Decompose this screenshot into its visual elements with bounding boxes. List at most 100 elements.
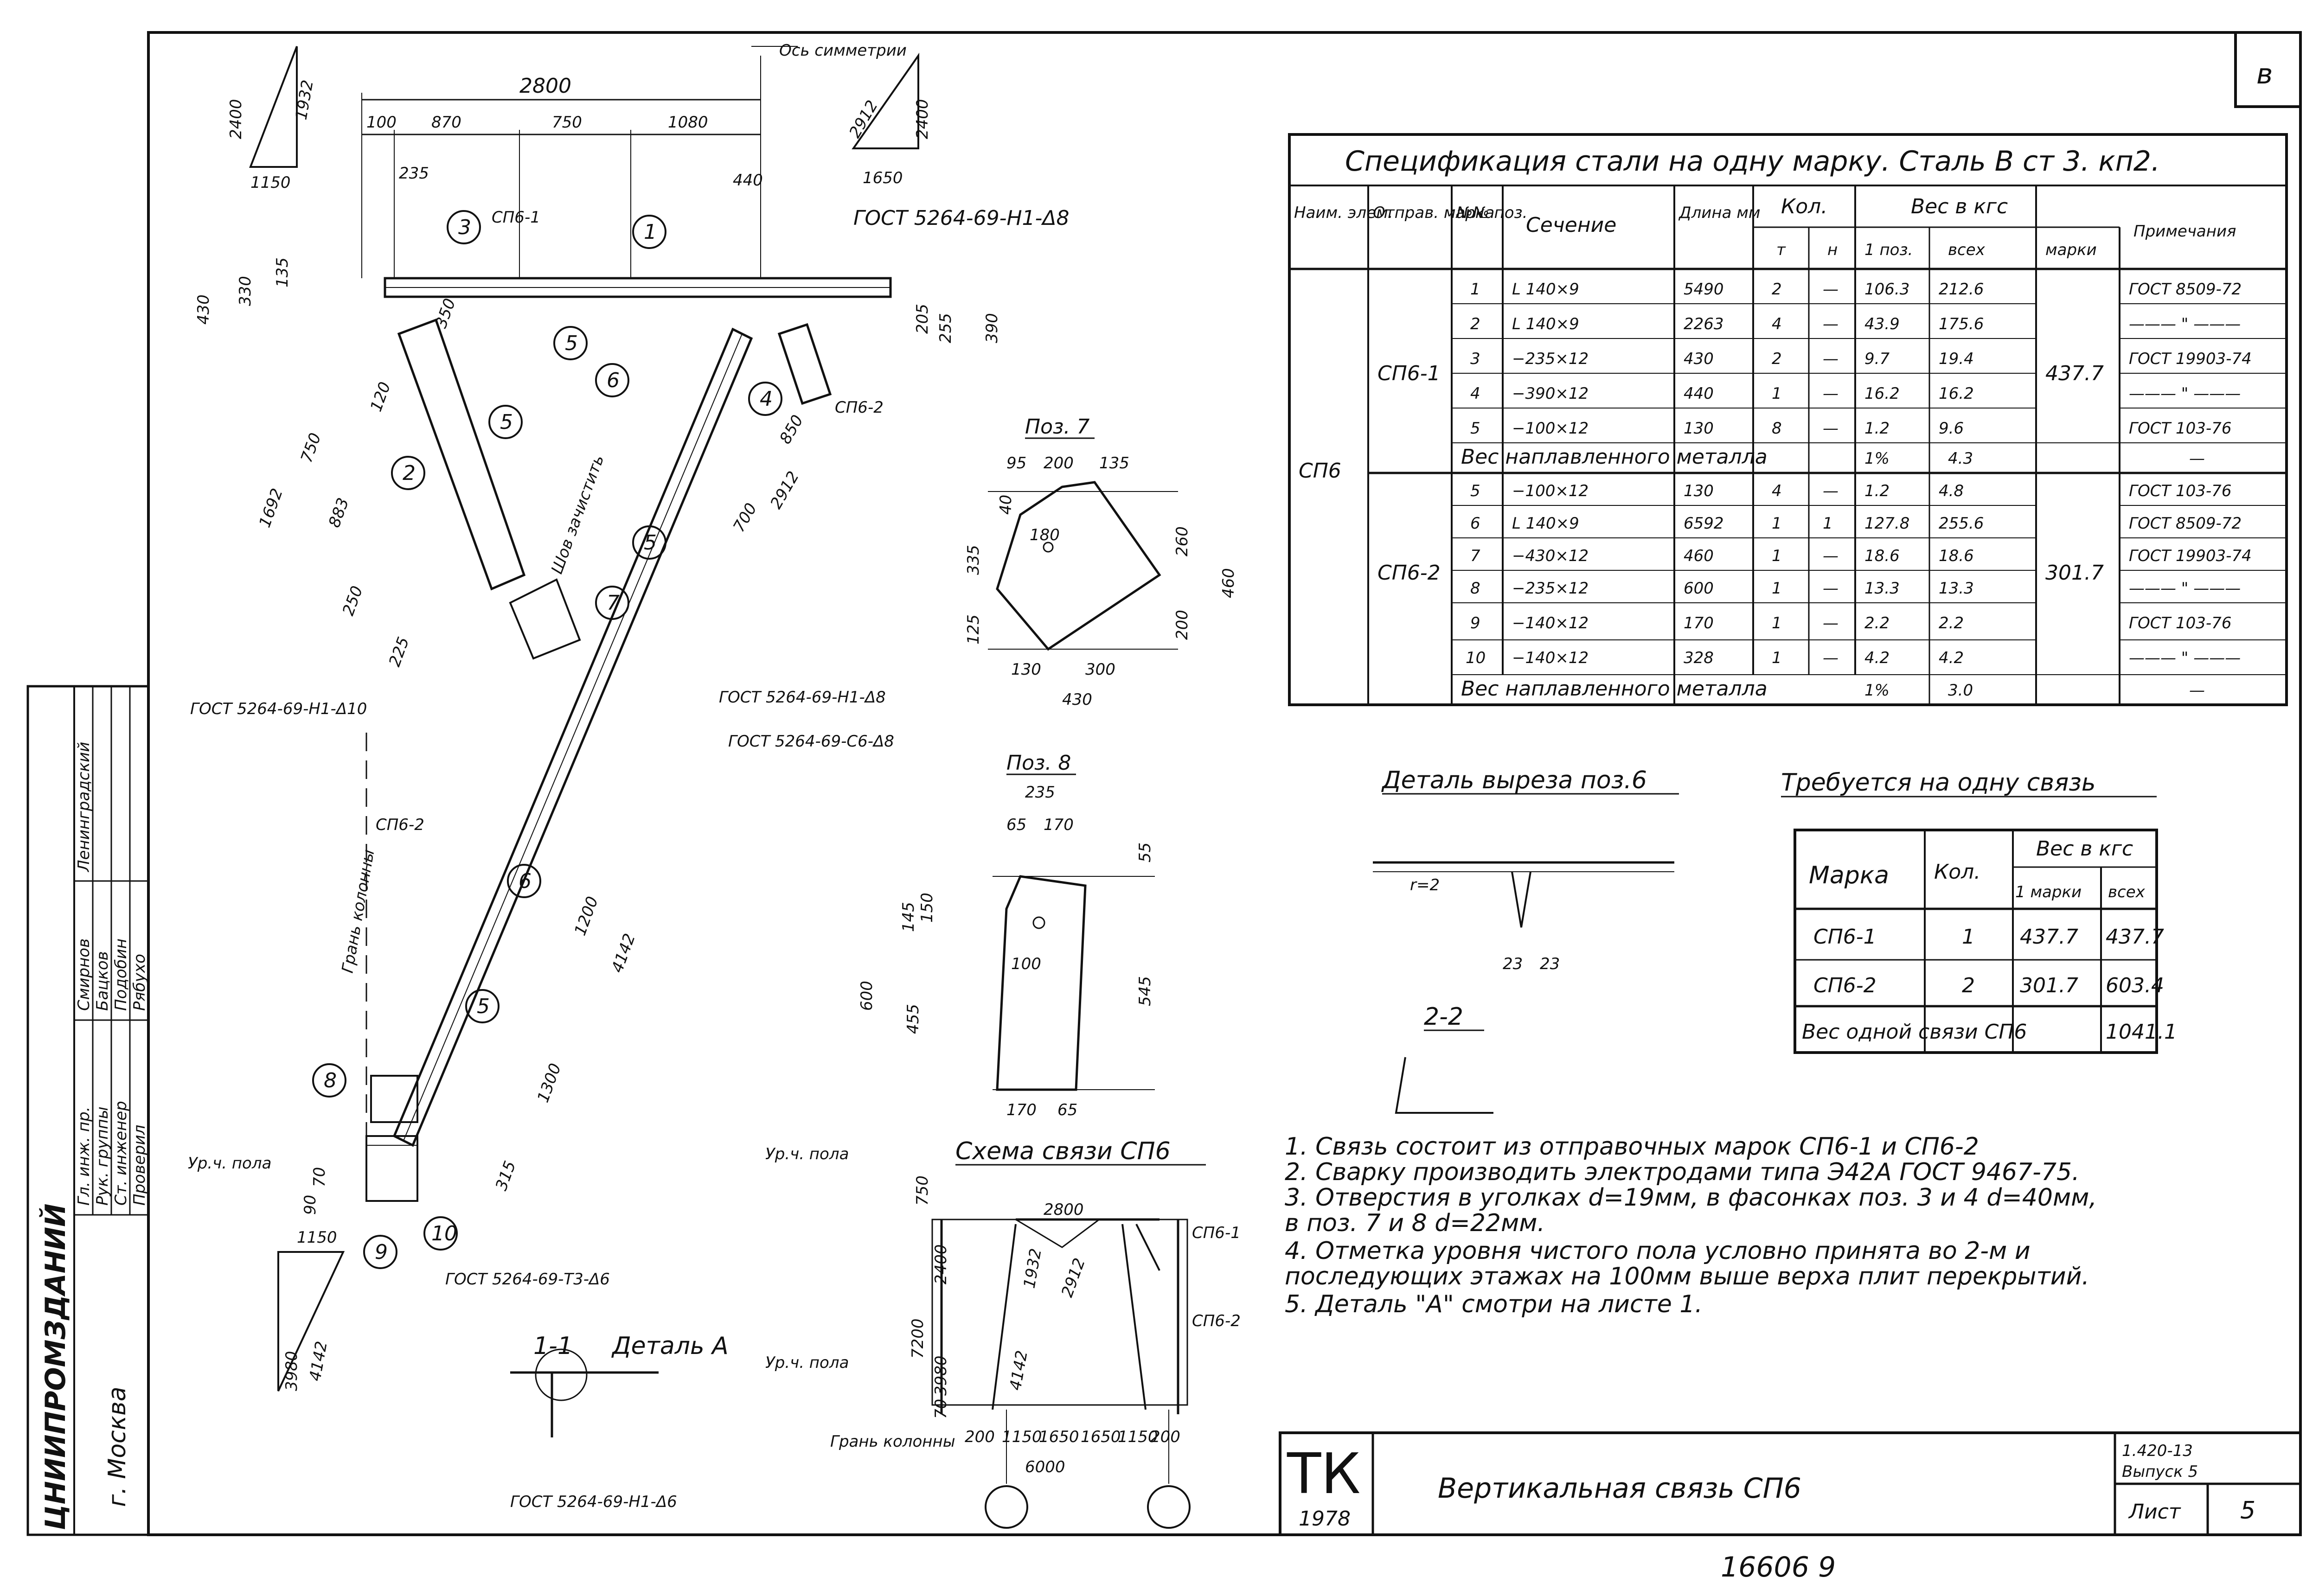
series-no: 1.420-13	[2122, 1442, 2193, 1460]
required-title: Требуется на одну связь	[1781, 769, 2096, 797]
spec-row: 5 −100×12 130 8 — 1.2 9.6 ГОСТ 103-76	[1470, 419, 2231, 438]
title-block: ТК 1978 Вертикальная связь СП6 1.420-13 …	[1279, 1431, 2302, 1536]
spec-mark1-weight: 437.7	[2045, 362, 2104, 385]
dimension-label: —	[1823, 547, 1839, 565]
dimension-label: −235×12	[1512, 579, 1589, 598]
dimension-label: 200	[1044, 454, 1074, 472]
hdr-pos: №№ поз.	[1455, 204, 1527, 222]
bottom-stamp: 16606 9	[1721, 1551, 1836, 1583]
dimension-label: 100	[1011, 955, 1041, 973]
sp62b-label: СП6-2	[376, 816, 424, 834]
pos-label: 8	[324, 1069, 337, 1092]
dimension-label: ГОСТ 103-76	[2129, 419, 2231, 438]
name-1: Бацков	[93, 951, 112, 1011]
spec-row: 9 −140×12 170 1 — 2.2 2.2 ГОСТ 103-76	[1470, 614, 2231, 632]
sheet-label: Лист	[2128, 1500, 2181, 1524]
dim: 2912	[767, 468, 803, 512]
dimension-label: −430×12	[1512, 547, 1589, 565]
dimension-label: —	[2189, 681, 2205, 700]
dimension-label: 3	[1470, 350, 1480, 368]
role-1: Рук. группы	[93, 1106, 112, 1206]
dimension-label: 127.8	[1864, 514, 1909, 533]
dimension-label: —	[1823, 614, 1839, 632]
name-0: Смирнов	[75, 938, 93, 1011]
dimension-label: 18.6	[1939, 547, 1974, 565]
dimension-label: ГОСТ 8509-72	[2129, 280, 2242, 299]
dimension-label: 4	[1772, 315, 1782, 333]
dim: 70	[310, 1167, 329, 1187]
dimension-label: —	[1823, 579, 1839, 598]
dimension-label: 43.9	[1864, 315, 1900, 333]
dimension-label: 1	[1772, 547, 1782, 565]
hdr-w-all: всех	[1948, 241, 1986, 259]
pos-label: 6	[607, 369, 620, 392]
dimension-label: 7	[1470, 547, 1480, 565]
pos-label: 4	[760, 387, 773, 411]
dimension-label: 8	[1772, 419, 1782, 438]
dimension-label: 1932	[1020, 1247, 1045, 1290]
dim: 205	[913, 304, 932, 334]
spec-row: 7 −430×12 460 1 — 18.6 18.6 ГОСТ 19903-7…	[1470, 547, 2252, 565]
dimension-label: СП6-1	[1813, 925, 1877, 949]
dim: 870	[431, 113, 461, 132]
dimension-label: 1	[1772, 649, 1782, 667]
pos-label: 9	[375, 1240, 388, 1264]
dimension-label: —	[1823, 280, 1839, 299]
dimension-label: 13.3	[1939, 579, 1974, 598]
dimension-label: —	[1823, 384, 1839, 403]
dimension-label: 603.4	[2106, 974, 2164, 997]
dimension-label: 180	[1030, 526, 1060, 544]
dimension-label: 255.6	[1939, 514, 1984, 533]
dimension-label: 9	[1470, 614, 1480, 632]
col-face-label: Грань колонны	[338, 848, 378, 974]
req-row: СП6-2 2 301.7 603.4	[1813, 974, 2164, 997]
dim: 440	[733, 171, 763, 190]
org-city: г. Москва	[103, 1386, 131, 1507]
dimension-label: 1	[1772, 579, 1782, 598]
dim: 350	[432, 296, 460, 331]
dim: 90	[301, 1195, 320, 1215]
pos-label: 7	[607, 591, 620, 615]
dimension-label: 750	[913, 1175, 932, 1206]
scheme-title: Схема связи СП6	[955, 1137, 1171, 1165]
sec11-title: 1-1	[533, 1332, 573, 1360]
dim: 3980	[282, 1351, 301, 1391]
dimension-label: 1	[1962, 925, 1975, 949]
dimension-label: 9.7	[1864, 350, 1890, 368]
dimension-label: 5490	[1684, 280, 1724, 299]
left-block: ЦНИИПРОМЗДАНИЙ г. Москва Гл. инж. пр. Ру…	[26, 685, 150, 1536]
detail-poz7: Поз. 7 95 200 135 335 125 180 260 200 46…	[964, 415, 1238, 709]
dim: 235	[399, 164, 429, 183]
pos-label: 5	[644, 531, 657, 555]
dimension-label: −140×12	[1512, 614, 1589, 632]
dimension-label: 2400	[932, 1244, 950, 1284]
dimension-label: 2.2	[1939, 614, 1964, 632]
section-1-1: 1-1 Деталь А ГОСТ 5264-69-Н1-Δ6	[510, 1332, 729, 1511]
dimension-label: 4.3	[1948, 449, 1973, 468]
dimension-label: 16.2	[1864, 384, 1900, 403]
note-line: 2. Сварку производить электродами типа Э…	[1285, 1158, 2080, 1186]
notes: 1. Связь состоит из отправочных марок СП…	[1285, 1133, 2097, 1318]
spec-row: 4 −390×12 440 1 — 16.2 16.2 ——— " ———	[1470, 384, 2241, 403]
org-name: ЦНИИПРОМЗДАНИЙ	[39, 1204, 72, 1530]
note-line: 5. Деталь "А" смотри на листе 1.	[1285, 1290, 1703, 1318]
dimension-label: 5	[1470, 482, 1480, 500]
dimension-label: ГОСТ 19903-74	[2129, 547, 2252, 565]
scheme: Схема связи СП6 2800 7200 2400 3980 70 1…	[765, 1137, 1241, 1529]
dimension-label: 1650	[1081, 1428, 1121, 1446]
hdr-qty: Кол.	[1781, 195, 1827, 218]
dimension-label: 545	[1136, 976, 1154, 1006]
dimension-label: 65	[1006, 816, 1026, 834]
pos-label: 6	[519, 869, 532, 893]
spec-row: 8 −235×12 600 1 — 13.3 13.3 ——— " ———	[1470, 579, 2241, 598]
dimension-label: 5	[1470, 419, 1480, 438]
dimension-label: 70	[932, 1399, 950, 1419]
detA-title: Деталь А	[611, 1332, 729, 1360]
dim: 1692	[256, 486, 287, 530]
dimension-label: ——— " ———	[2129, 384, 2241, 403]
dimension-label: СП6-2	[1813, 974, 1877, 997]
dim: 135	[273, 257, 292, 287]
dim: 750	[552, 113, 582, 132]
note-line: в поз. 7 и 8 d=22мм.	[1285, 1209, 1545, 1237]
